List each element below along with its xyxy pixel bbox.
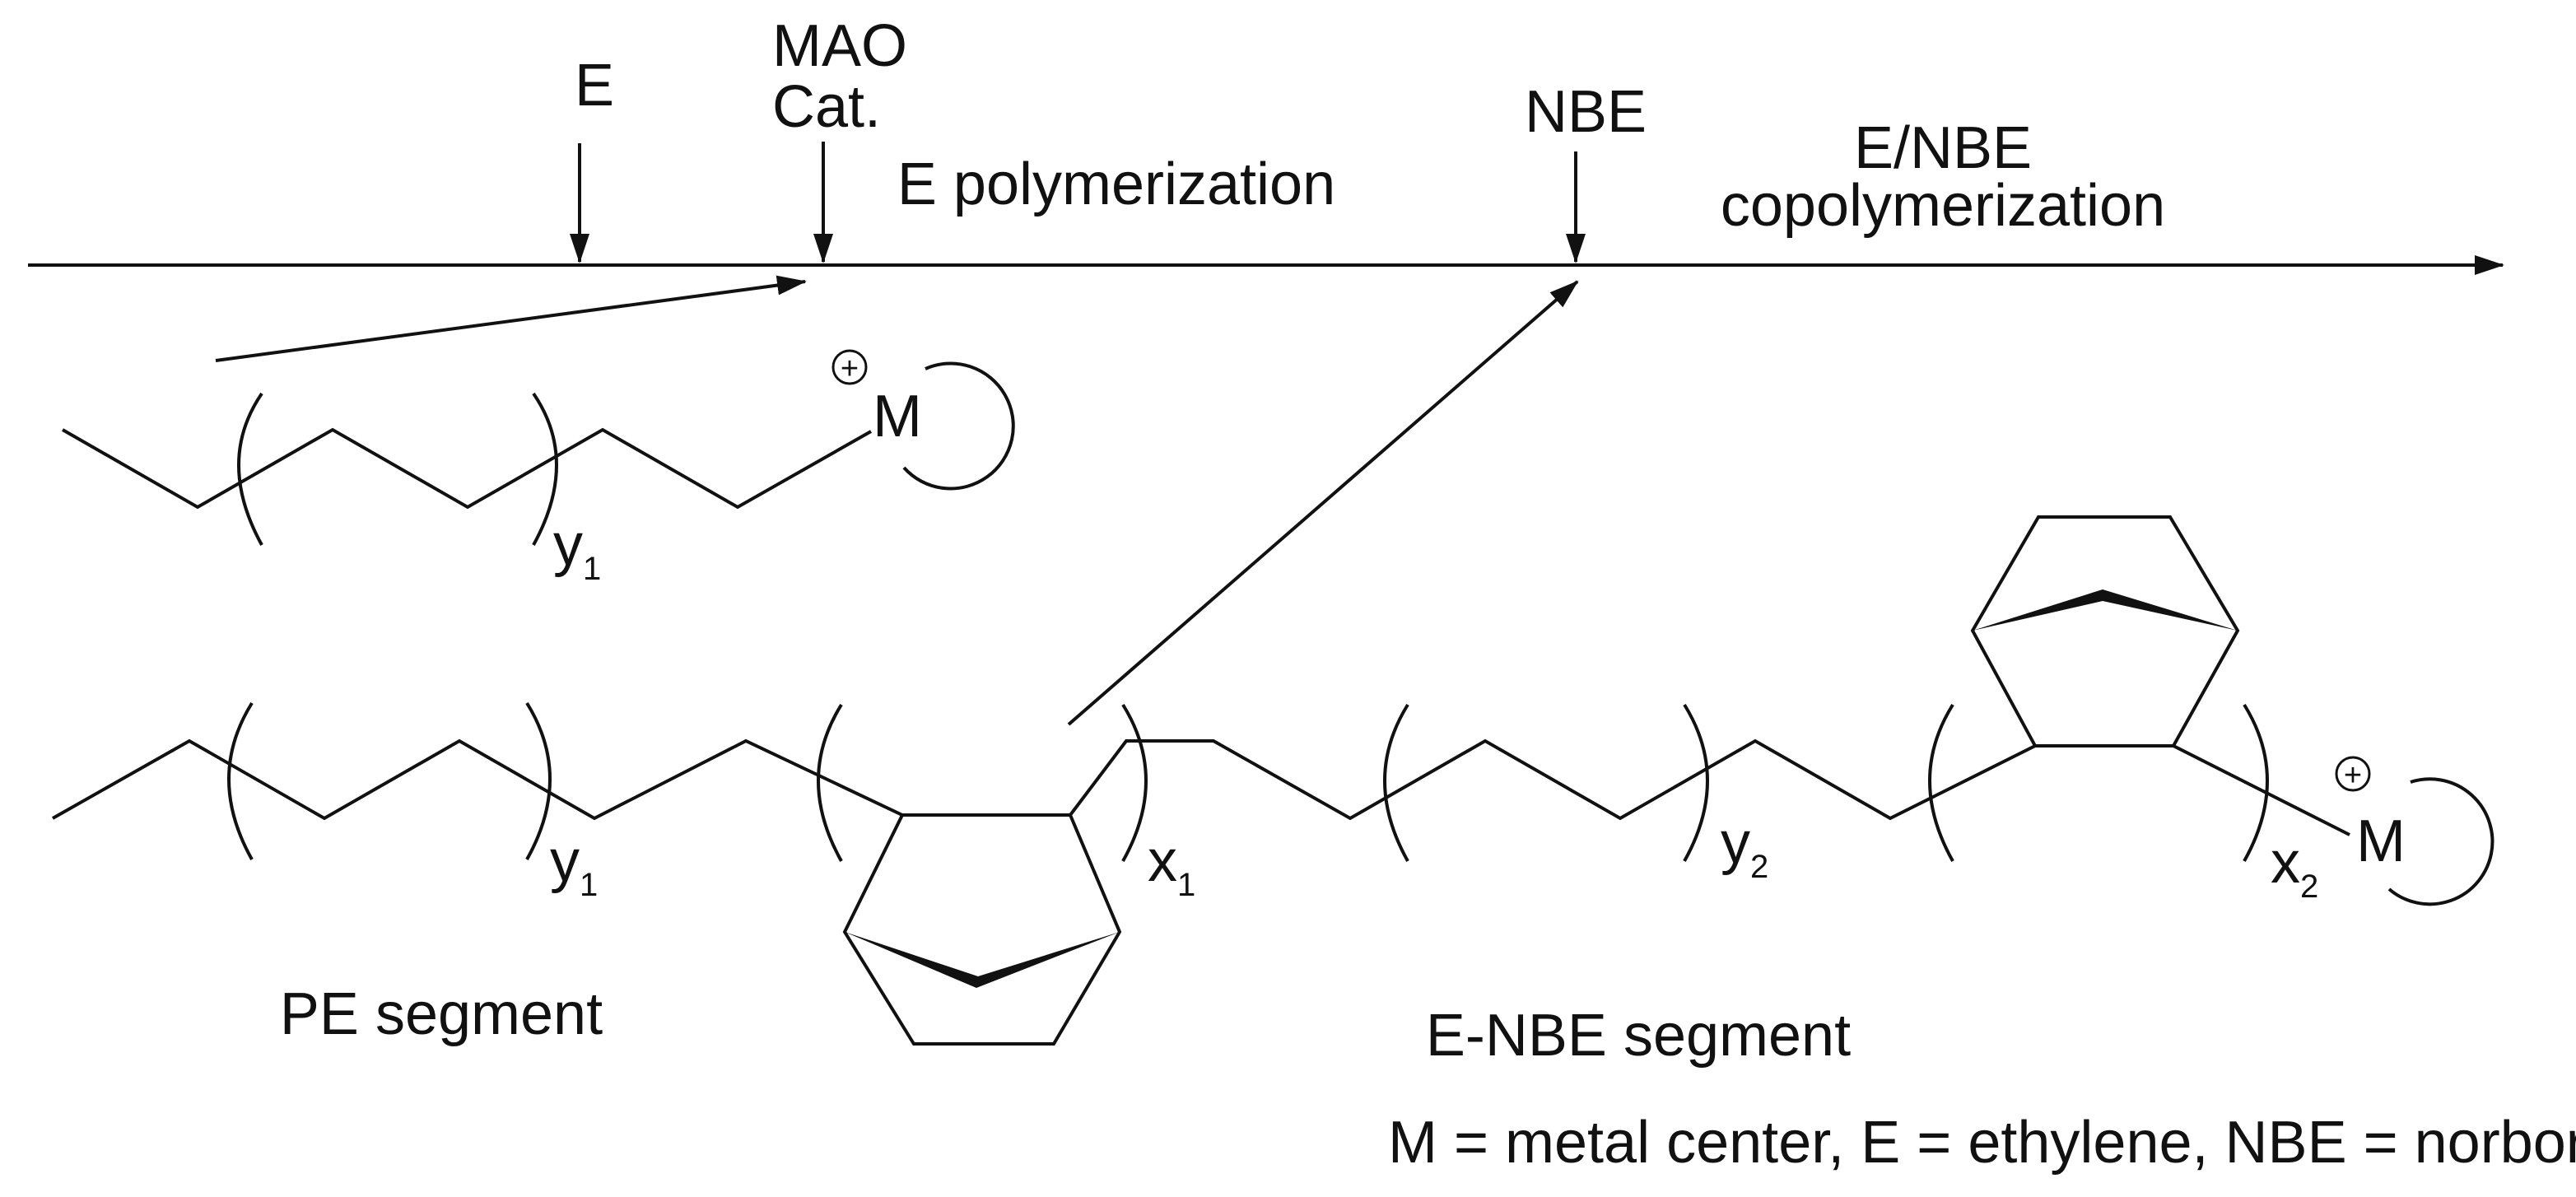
repeat-bracket-right: [532, 392, 558, 546]
nbe2-repeat-bracket-right: [2243, 703, 2269, 862]
norbornene-ring-2: [1970, 515, 2240, 748]
pe-repeat-bracket-right: [525, 701, 552, 860]
pe-repeat-label: y1: [550, 828, 598, 903]
bridge-wedge-2: [1973, 589, 2238, 631]
timeline: E MAO Cat. E polymerization NBE E/NBE co…: [28, 13, 2504, 275]
nbe2-repeat-label: x2: [2271, 830, 2318, 905]
legend-text: M = metal center, E = ethylene, NBE = no…: [1388, 1110, 2576, 1176]
enbe-segment-label: E-NBE segment: [1426, 1003, 1851, 1069]
step-e-label: E: [575, 53, 614, 119]
charge-circle-2: [2335, 756, 2371, 792]
pe2-repeat-label: y2: [1721, 810, 1768, 885]
ligand-arc: [902, 361, 1015, 491]
charge-plus-2: +: [2344, 758, 2362, 793]
pe-to-timeline-arrow: [215, 275, 807, 362]
norbornene-ring-1: [842, 813, 1122, 1046]
nbe1-repeat-bracket-left: [817, 703, 843, 862]
phase-copoly-line1: E/NBE: [1854, 115, 2032, 181]
repeat-bracket-left: [237, 392, 263, 546]
nbe2-repeat-bracket-left: [1928, 703, 1954, 862]
pe-block-backbone: [52, 738, 2350, 836]
copolymer-chain-structure: y1 x1 y2 x2 M +: [52, 515, 2494, 1046]
pe-chain-structure: y1 M +: [62, 349, 1015, 587]
pe-repeat-bracket-left: [227, 701, 254, 860]
bridge-wedge-1: [845, 932, 1120, 988]
phase-copoly-line2: copolymerization: [1721, 173, 2165, 239]
repeat-label-y1: y1: [553, 512, 601, 587]
ligand-arc-2: [2387, 777, 2494, 906]
pe-chain-backbone: [62, 427, 872, 510]
pe-segment-label: PE segment: [280, 981, 603, 1047]
step-nbe-label: NBE: [1525, 79, 1647, 145]
step-cat-label: Cat.: [772, 74, 881, 140]
step-mao-label: MAO: [772, 13, 907, 79]
charge-circle: [831, 349, 868, 385]
phase-e-polymerization-label: E polymerization: [897, 151, 1335, 217]
metal-center-label-2: M: [2356, 808, 2406, 874]
pe2-repeat-bracket-left: [1383, 703, 1409, 862]
nbe1-repeat-label: x1: [1148, 828, 1195, 903]
charge-plus: +: [841, 352, 859, 386]
copolymer-to-timeline-arrow: [1067, 280, 1579, 726]
nbe1-repeat-bracket-right: [1121, 703, 1148, 862]
pe2-repeat-bracket-right: [1683, 703, 1709, 862]
metal-center-label: M: [873, 384, 922, 449]
